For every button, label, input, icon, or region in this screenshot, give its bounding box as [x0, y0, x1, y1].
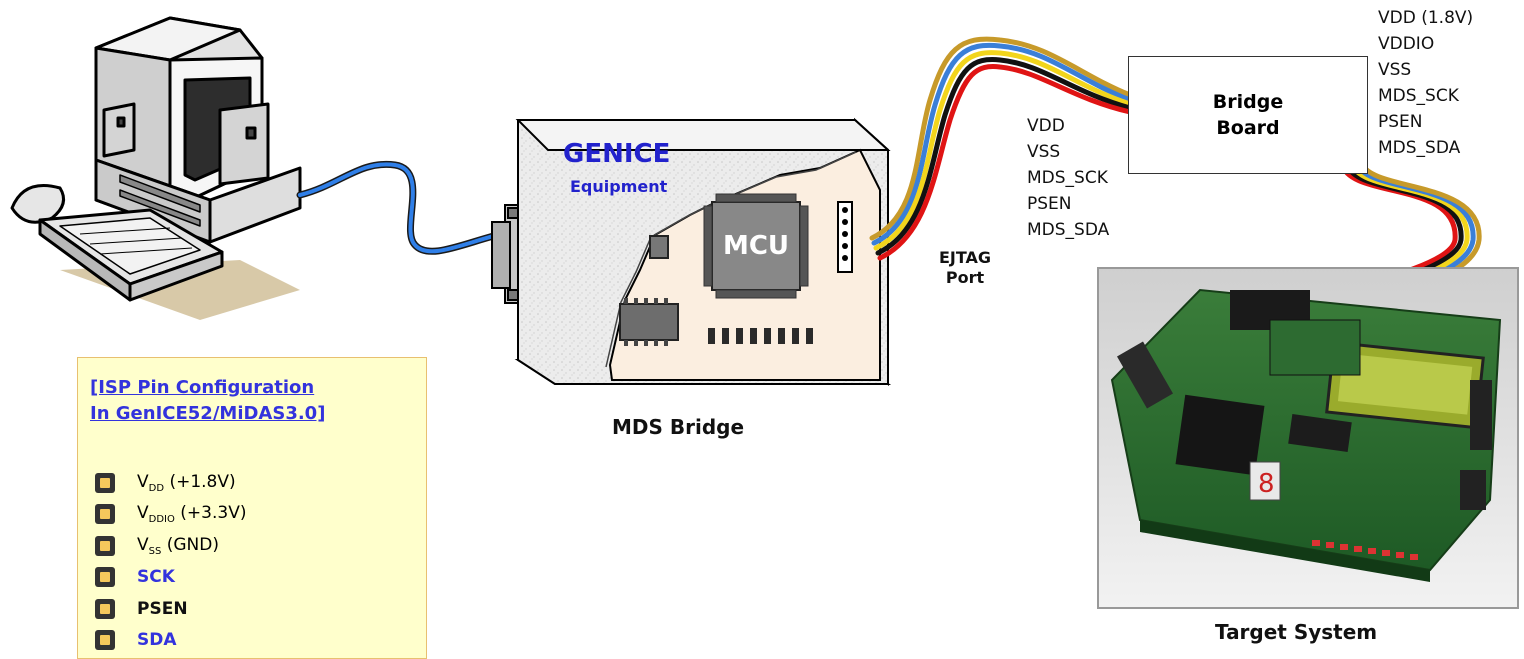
- target-system-caption: Target System: [1215, 618, 1377, 646]
- pin-header-icon: [95, 567, 115, 587]
- bridge-board: Bridge Board: [1128, 56, 1368, 174]
- pin-config-title-line2[interactable]: In GenICE52/MiDAS3.0]: [90, 401, 325, 427]
- signal-vss-r: VSS: [1378, 57, 1473, 83]
- pin-row-sda: SDA: [95, 627, 177, 653]
- bridge-right-signals: VDD (1.8V) VDDIO VSS MDS_SCK PSEN MDS_SD…: [1378, 5, 1473, 161]
- pin-label: VSS (GND): [137, 535, 219, 557]
- genice-brand: GENICE: [563, 138, 670, 170]
- signal-vdd-18: VDD (1.8V): [1378, 5, 1473, 31]
- pin-config-title[interactable]: [ISP Pin Configuration In GenICE52/MiDAS…: [90, 375, 325, 427]
- mds-bridge-device: [492, 120, 888, 384]
- serial-cable: [300, 164, 510, 251]
- pin-header-icon: [95, 599, 115, 619]
- ejtag-line2: Port: [925, 268, 1005, 288]
- ejtag-port-label: EJTAG Port: [925, 248, 1005, 288]
- genice-subtitle: Equipment: [570, 176, 667, 198]
- mds-bridge-caption: MDS Bridge: [612, 413, 744, 441]
- pin-config-title-line1[interactable]: [ISP Pin Configuration: [90, 375, 325, 401]
- pin-header-icon: [95, 504, 115, 524]
- signal-vdd: VDD: [1027, 113, 1109, 139]
- signal-vss: VSS: [1027, 139, 1109, 165]
- pin-header-icon: [95, 536, 115, 556]
- bridge-board-line2: Board: [1216, 115, 1279, 141]
- pin-label: VDDIO (+3.3V): [137, 503, 246, 525]
- pin-label: SDA: [137, 630, 177, 650]
- signal-mds-sda: MDS_SDA: [1027, 217, 1109, 243]
- signal-mds-sck-r: MDS_SCK: [1378, 83, 1473, 109]
- pin-row-psen: PSEN: [95, 596, 188, 622]
- pin-row-vddio: VDDIO (+3.3V): [95, 501, 246, 527]
- svg-text:8: 8: [1258, 469, 1275, 499]
- ejtag-line1: EJTAG: [925, 248, 1005, 268]
- signal-mds-sck: MDS_SCK: [1027, 165, 1109, 191]
- signal-psen-r: PSEN: [1378, 109, 1473, 135]
- target-system-photo: 8: [1098, 268, 1518, 608]
- pin-row-vss: VSS (GND): [95, 533, 219, 559]
- signal-vddio: VDDIO: [1378, 31, 1473, 57]
- bridge-board-line1: Bridge: [1213, 89, 1283, 115]
- pin-header-icon: [95, 473, 115, 493]
- pin-label: PSEN: [137, 599, 188, 619]
- pin-label: SCK: [137, 567, 175, 587]
- signal-mds-sda-r: MDS_SDA: [1378, 135, 1473, 161]
- pin-row-sck: SCK: [95, 564, 175, 590]
- mcu-label: MCU: [712, 228, 800, 264]
- pin-label: VDD (+1.8V): [137, 472, 236, 494]
- bridge-left-signals: VDD VSS MDS_SCK PSEN MDS_SDA: [1027, 113, 1109, 243]
- computer-icon: [12, 18, 300, 320]
- pin-header-icon: [95, 630, 115, 650]
- signal-psen: PSEN: [1027, 191, 1109, 217]
- pin-row-vdd: VDD (+1.8V): [95, 470, 236, 496]
